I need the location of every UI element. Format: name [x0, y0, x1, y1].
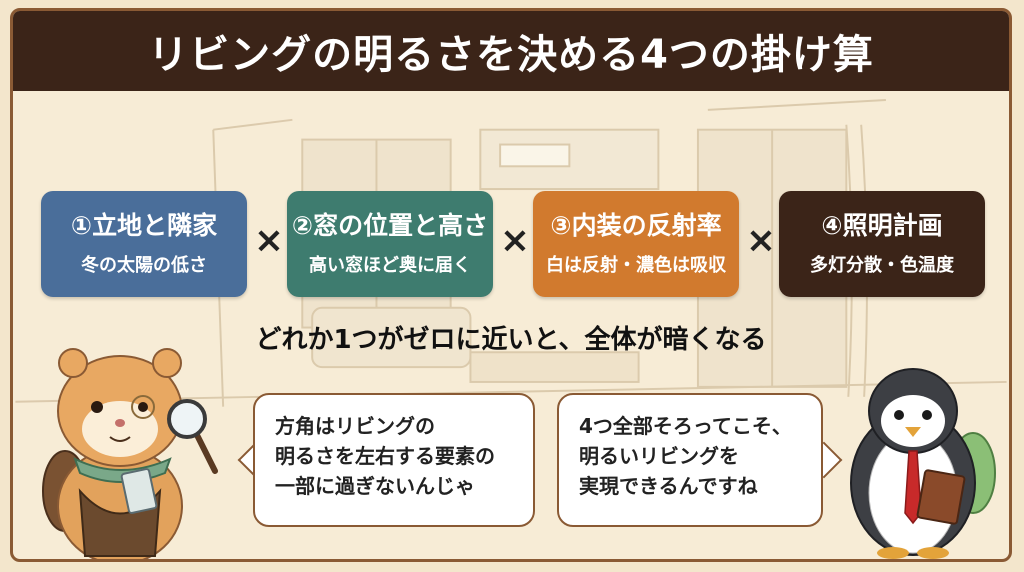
bubble-line: 明るいリビングを	[579, 444, 739, 468]
speech-bubble-hamster: 方角はリビングの 明るさを左右する要素の 一部に過ぎないんじゃ	[253, 393, 535, 527]
factor-name: ②窓の位置と高さ	[291, 211, 489, 240]
factor-card-interior: ③内装の反射率 白は反射・濃色は吸収	[533, 191, 739, 297]
bubble-line: 明るさを左右する要素の	[275, 444, 495, 468]
bubble-line: 一部に過ぎないんじゃ	[275, 474, 475, 498]
factor-description: 白は反射・濃色は吸収	[546, 255, 726, 276]
factor-card-window: ②窓の位置と高さ 高い窓ほど奥に届く	[287, 191, 493, 297]
factor-card-location: ①立地と隣家 冬の太陽の低さ	[41, 191, 247, 297]
bubble-line: 4つ全部そろってこそ、	[579, 414, 792, 438]
infographic-frame: リビングの明るさを決める4つの掛け算 ①立地と隣家 冬の太陽の低さ × ②窓の位…	[10, 8, 1012, 562]
multiply-sign: ×	[499, 220, 531, 261]
hamster-character-icon	[42, 348, 218, 559]
factor-description: 高い窓ほど奥に届く	[309, 255, 471, 276]
factor-description: 多灯分散・色温度	[810, 255, 954, 276]
factor-description: 冬の太陽の低さ	[81, 255, 207, 276]
factor-name: ①立地と隣家	[70, 211, 218, 240]
key-message: どれか1つがゼロに近いと、全体が暗くなる	[255, 325, 767, 355]
factor-card-lighting: ④照明計画 多灯分散・色温度	[779, 191, 985, 297]
bubble-line: 方角はリビングの	[275, 414, 435, 438]
factor-name: ④照明計画	[821, 211, 943, 240]
page-title: リビングの明るさを決める4つの掛け算	[13, 11, 1009, 91]
factor-name: ③内装の反射率	[550, 211, 722, 240]
speech-bubble-penguin: 4つ全部そろってこそ、 明るいリビングを 実現できるんですね	[557, 393, 823, 527]
bubble-line: 実現できるんですね	[579, 474, 758, 498]
multiply-sign: ×	[253, 220, 285, 261]
penguin-character-icon	[850, 368, 996, 559]
multiply-sign: ×	[745, 220, 777, 261]
